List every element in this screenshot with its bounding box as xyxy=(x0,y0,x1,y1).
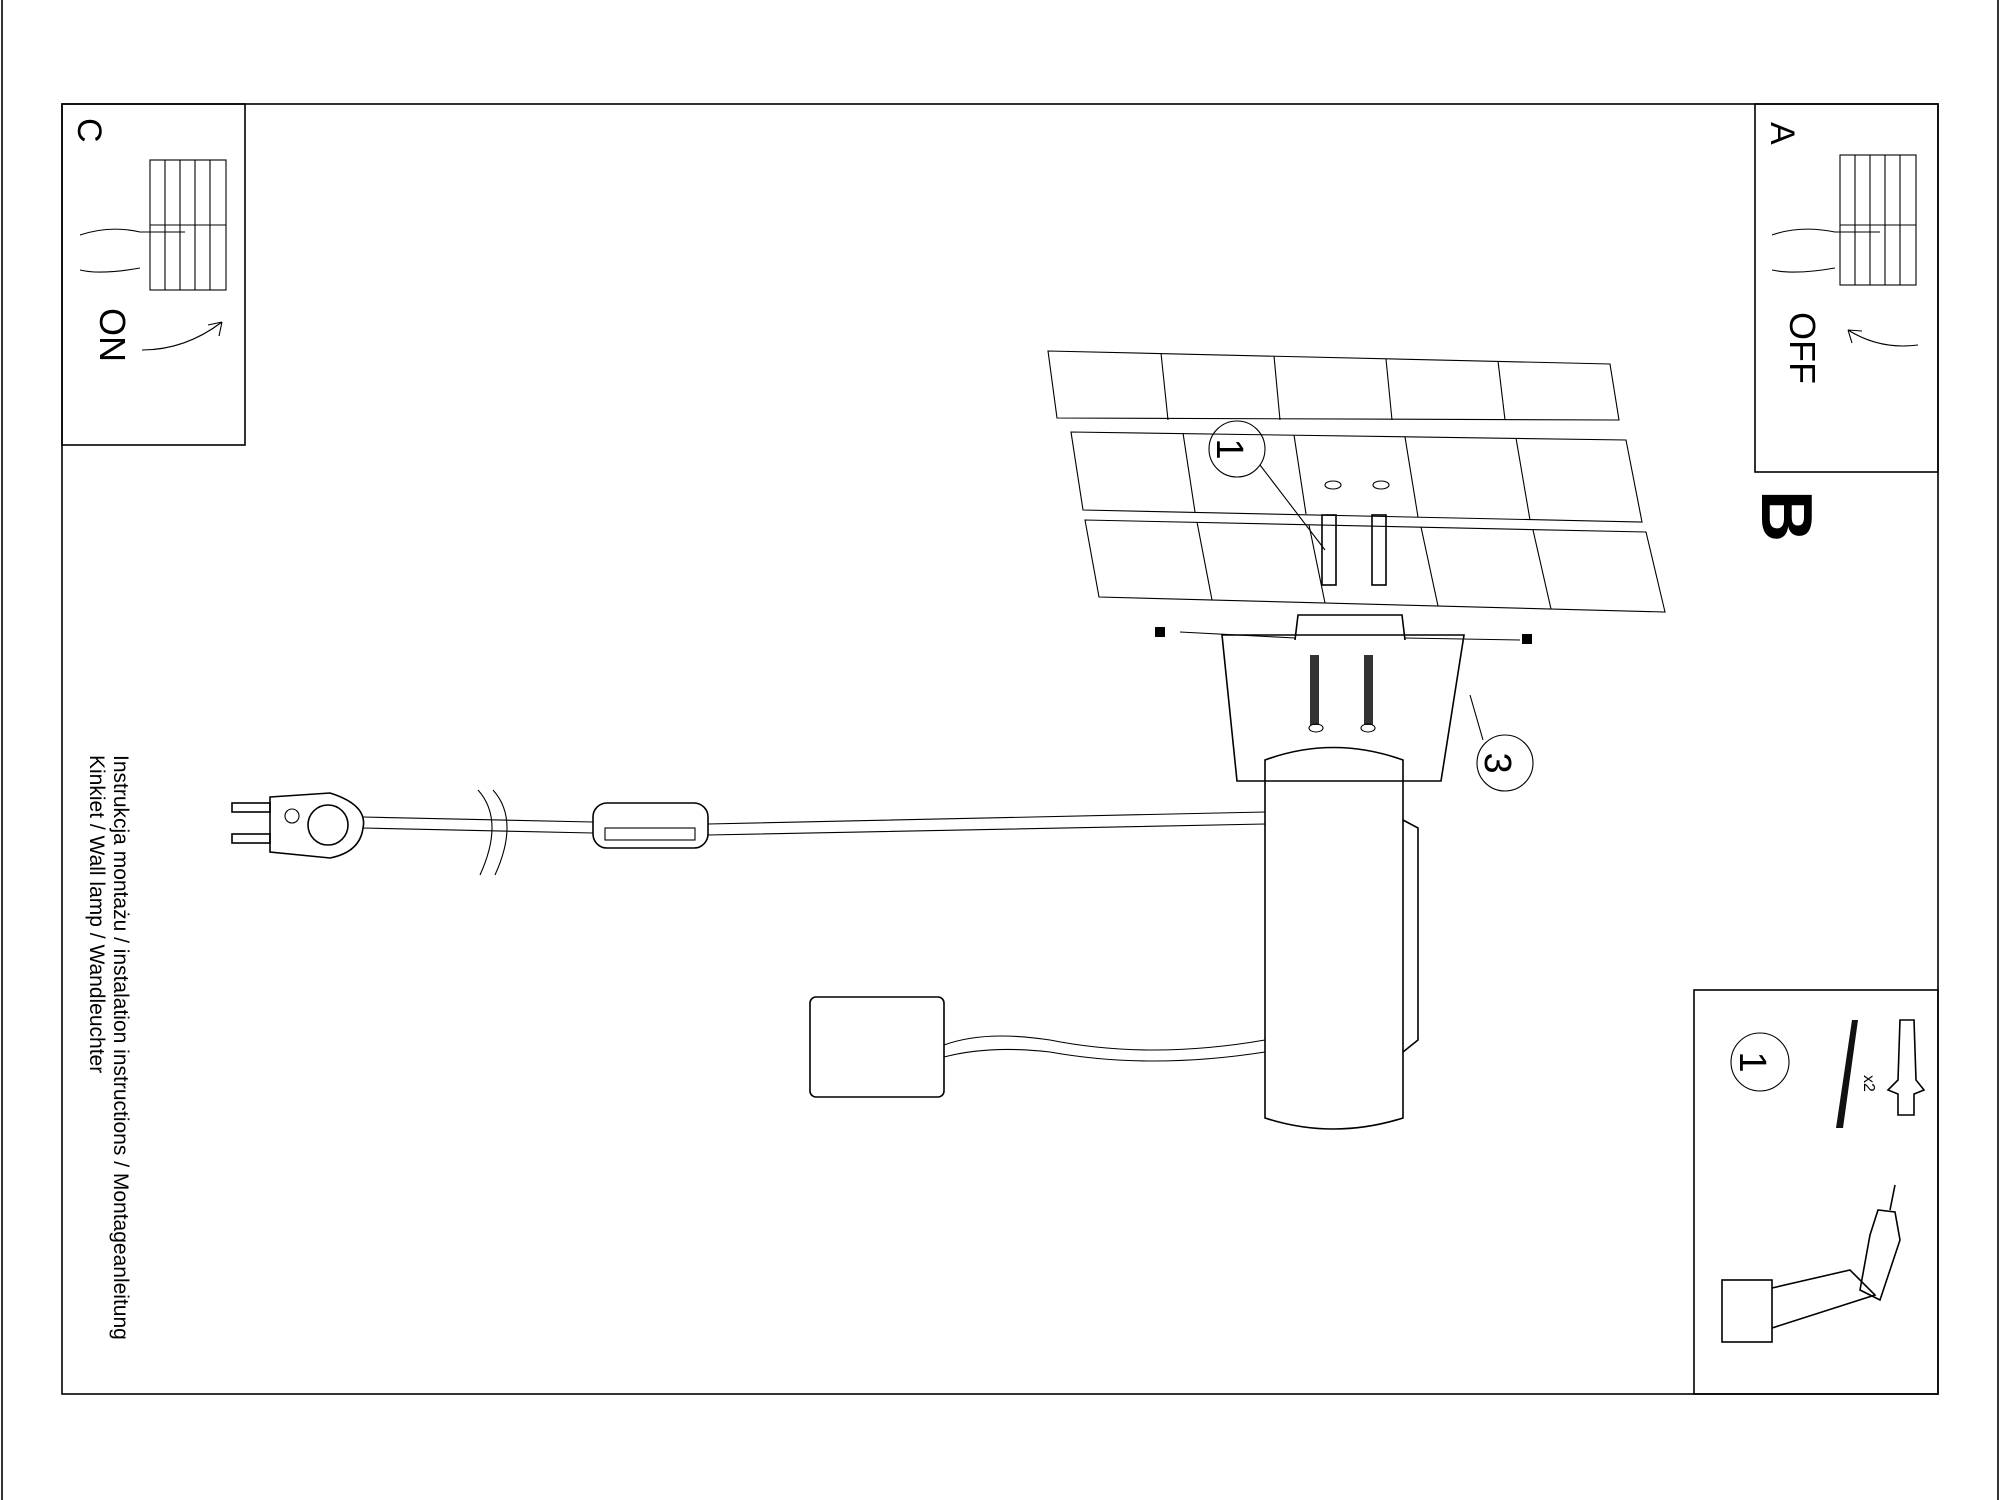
inline-switch xyxy=(592,802,709,849)
step-a-letter: A xyxy=(1763,122,1801,145)
plug xyxy=(231,792,365,859)
step-a-panel: A OFF xyxy=(1754,103,1939,473)
svg-text:1: 1 xyxy=(1208,438,1250,459)
step-c-label: ON xyxy=(92,308,133,362)
arrow-icon xyxy=(141,321,223,351)
breaker-panel-icon xyxy=(79,159,227,291)
wall-tiles xyxy=(1047,350,1666,613)
svg-text:3: 3 xyxy=(1476,752,1518,773)
parts-quantity: x2 xyxy=(1860,1075,1877,1092)
step-a-label: OFF xyxy=(1782,312,1823,384)
screw-icon xyxy=(1836,1020,1858,1128)
arrow-icon xyxy=(1847,329,1919,347)
step-c-panel: C ON xyxy=(61,103,246,446)
dowels xyxy=(1321,480,1390,586)
breaker-panel-icon xyxy=(1771,154,1917,286)
mounting-bracket xyxy=(1155,614,1532,644)
mounting-plate xyxy=(1221,634,1465,782)
cable-break-icon xyxy=(477,789,508,876)
lamp-tube xyxy=(1264,746,1419,1130)
drill-icon xyxy=(1721,1184,1901,1343)
parts-number: 1 xyxy=(1731,1051,1773,1072)
screws xyxy=(1308,655,1376,733)
parts-panel: 1 x2 xyxy=(1693,989,1939,1395)
step-c-letter: C xyxy=(70,118,108,143)
lamp-cylinder xyxy=(809,996,945,1098)
main-frame xyxy=(61,103,1939,1395)
power-cable xyxy=(362,811,1266,836)
title-line-2: Kinkiet / Wall lamp / Wandleuchter xyxy=(85,755,108,1073)
lamp-cable xyxy=(943,1035,1266,1062)
callout-dowel: 1 xyxy=(1208,420,1326,551)
step-b-letter: B xyxy=(1746,490,1826,542)
dowel-icon xyxy=(1886,1019,1926,1116)
title-line-1: Instrukcja montażu / instalation instruc… xyxy=(109,755,132,1340)
callout-plate: 3 xyxy=(1469,694,1534,792)
